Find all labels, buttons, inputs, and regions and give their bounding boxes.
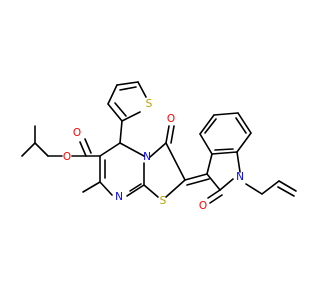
atom-labels: O O S O N N S N O [63,98,244,212]
oxygen-ester-carbonyl-label: O [73,127,81,139]
molecule-structure: O O S O N N S N O [21,81,297,212]
sulfur-thiazole-label: S [160,195,167,207]
oxygen-ester-ether-label: O [63,151,71,163]
nitrogen-pyrimidine-label: N [115,191,123,203]
sulfur-thiophene-label: S [146,98,153,110]
bond-network [21,81,297,204]
nitrogen-bridgehead-label: N [143,151,151,163]
oxygen-ketone-label: O [167,113,175,125]
nitrogen-indole-label: N [236,171,244,183]
oxygen-lactam-label: O [199,200,207,212]
